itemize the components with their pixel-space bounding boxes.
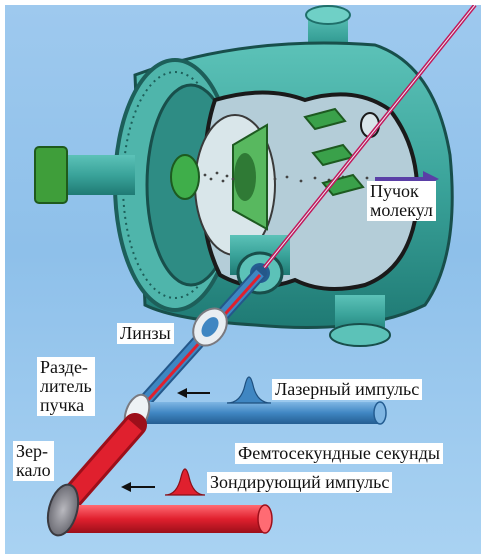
diagram-panel: Пучок молекул Линзы Разде- литель пучка …	[5, 5, 481, 554]
pump-beam	[140, 402, 386, 424]
lenses-label: Линзы	[117, 323, 174, 344]
beam-splitter-label: Разде- литель пучка	[37, 357, 95, 416]
laser-pulse-label: Лазерный импульс	[272, 379, 422, 400]
mirror-label: Зер- кало	[13, 441, 54, 481]
molecular-beam-label: Пучок молекул	[367, 181, 436, 221]
laser-pulse-shape	[227, 377, 271, 403]
probe-pulse-arrow	[121, 482, 155, 492]
probe-pulse-label: Зондирующий импульс	[207, 472, 392, 493]
femtosecond-label: Фемтосекундные секунды	[235, 443, 443, 464]
laser-pulse-arrow	[177, 388, 210, 398]
probe-pulse-shape	[165, 469, 205, 495]
